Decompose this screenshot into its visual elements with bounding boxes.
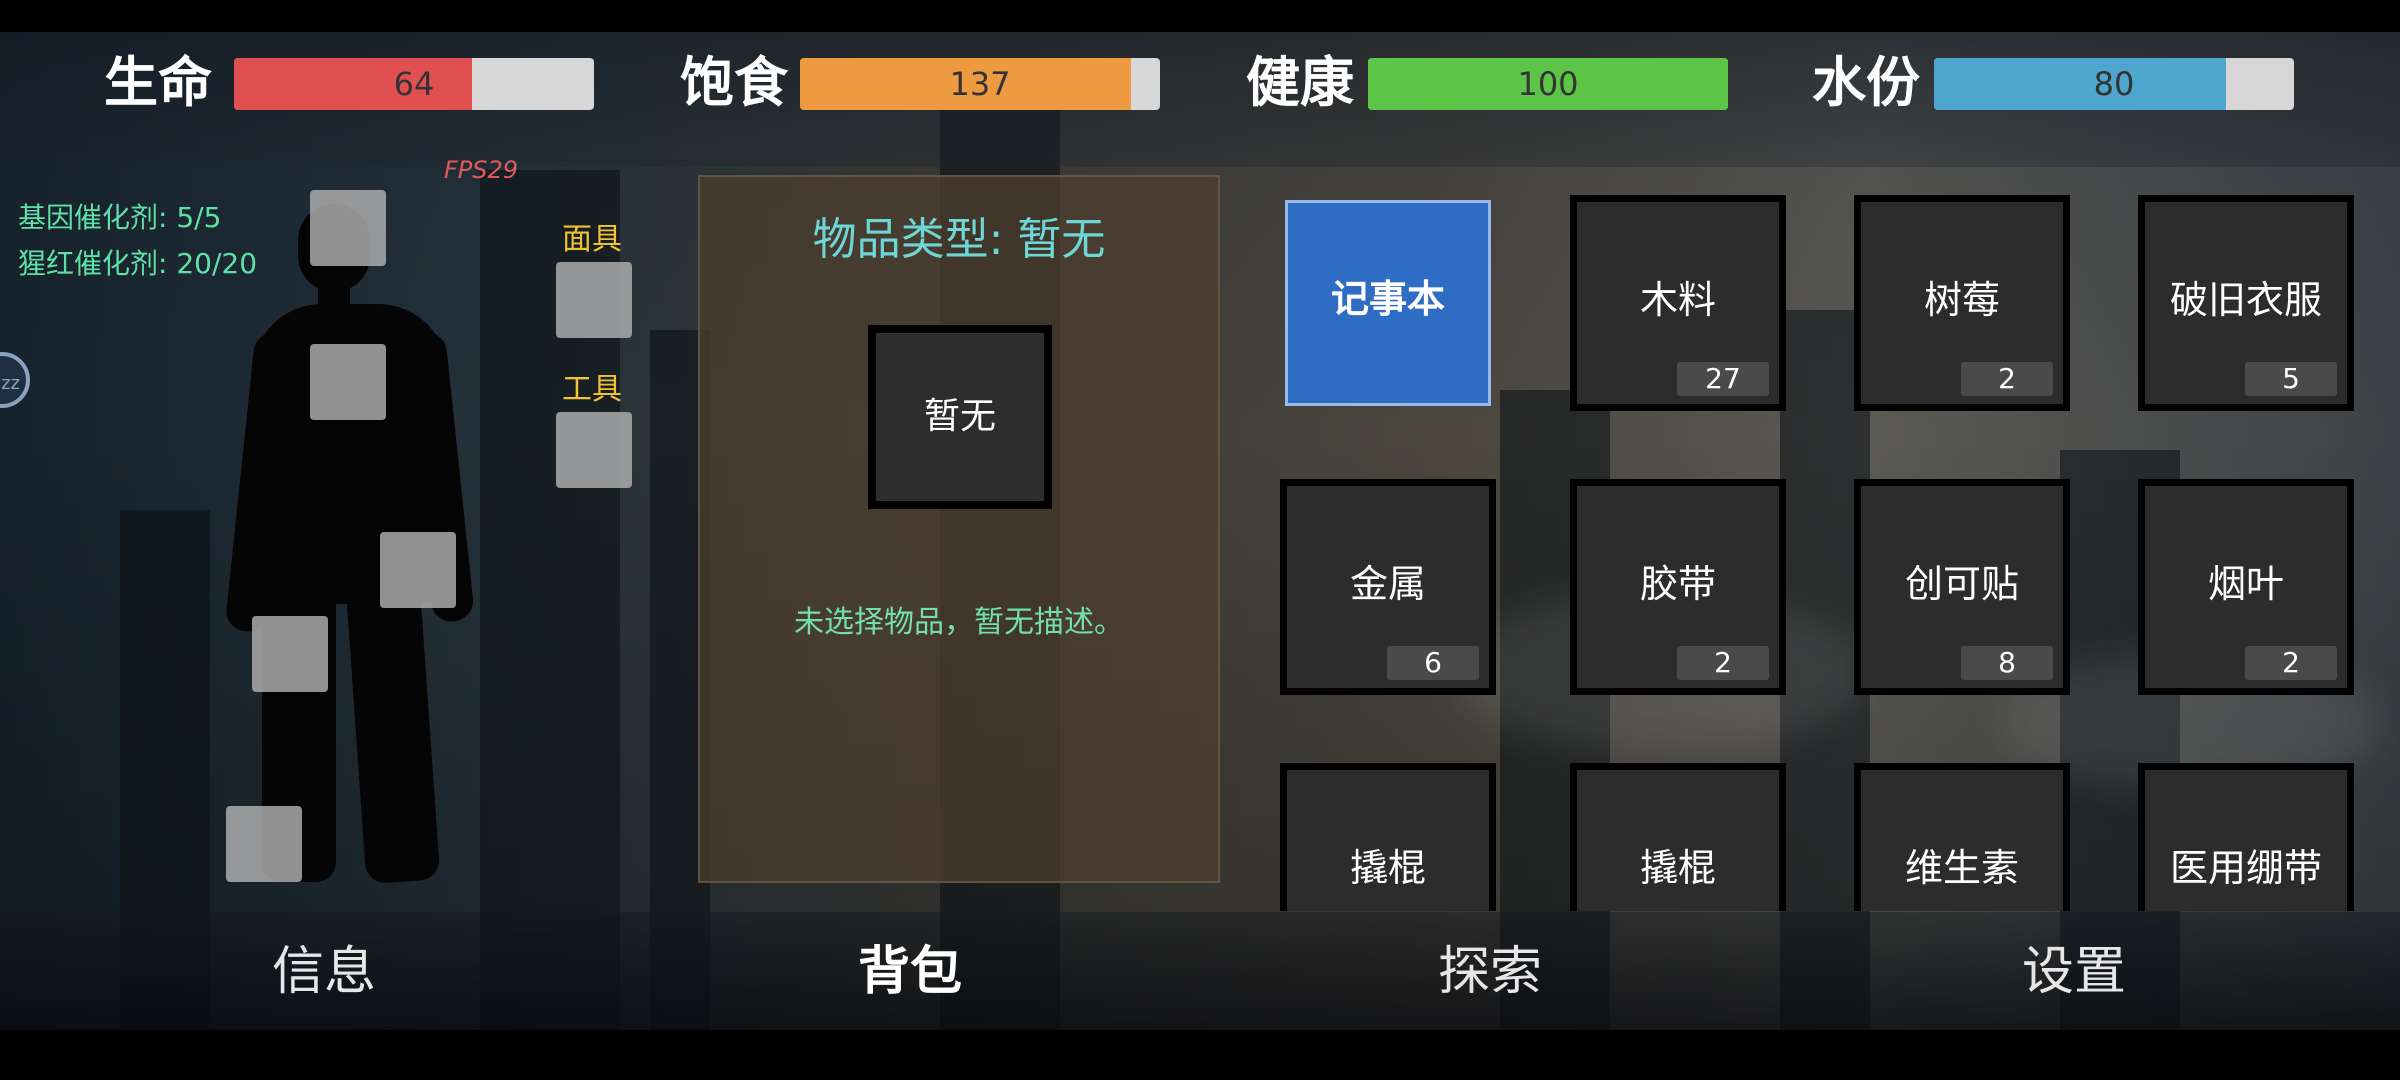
game-screen: 生命 64 饱食 137 健康 100 水份 80 基因催化剂: 5/5 猩红催… — [0, 32, 2400, 1030]
health-bar: 64 — [234, 58, 594, 110]
inventory-grid: 记事本 木料 27 树莓 2 破旧衣服 5 金属 6 胶带 2 创可贴 8 烟叶 2 撬棍 撬棍 维生素 医用绷带 — [1280, 195, 2360, 911]
inventory-item[interactable]: 破旧衣服 5 — [2138, 195, 2354, 411]
crimson-catalyst-text: 猩红催化剂: 20/20 — [18, 247, 258, 280]
wellness-bar-fill — [1368, 58, 1728, 110]
inventory-item[interactable]: 金属 6 — [1280, 479, 1496, 695]
inventory-item-count: 2 — [1961, 362, 2053, 396]
tool-slot[interactable] — [556, 412, 632, 488]
satiety-bar: 137 — [800, 58, 1160, 110]
foot-slot[interactable] — [226, 806, 302, 882]
bottom-nav: 信息 背包 探索 设置 — [0, 912, 2400, 1030]
hydration-bar-fill — [1934, 58, 2226, 110]
nav-settings[interactable]: 设置 — [2021, 942, 2126, 1002]
inventory-item-count: 8 — [1961, 646, 2053, 680]
gene-catalyst-text: 基因催化剂: 5/5 — [18, 201, 222, 234]
nav-explore[interactable]: 探索 — [1437, 942, 1542, 1002]
body-slot[interactable] — [310, 344, 386, 420]
mask-label: 面具 — [562, 222, 622, 257]
inventory-item-name: 金属 — [1349, 562, 1426, 606]
inventory-item[interactable]: 维生素 — [1854, 763, 2070, 911]
inventory-item-name: 记事本 — [1330, 277, 1445, 321]
item-description: 未选择物品，暂无描述。 — [794, 605, 1124, 640]
mask-slot[interactable] — [556, 262, 632, 338]
inventory-item-name: 维生素 — [1904, 846, 2019, 890]
inventory-item[interactable]: 木料 27 — [1570, 195, 1786, 411]
inventory-item[interactable]: 记事本 — [1285, 200, 1491, 406]
inventory-item[interactable]: 胶带 2 — [1570, 479, 1786, 695]
hand-slot[interactable] — [380, 532, 456, 608]
character-right-leg — [345, 579, 441, 885]
inventory-item[interactable]: 树莓 2 — [1854, 195, 2070, 411]
inventory-item-count: 27 — [1677, 362, 1769, 396]
inventory-item-name: 胶带 — [1639, 562, 1716, 606]
hydration-value: 80 — [2093, 65, 2135, 103]
satiety-value: 137 — [949, 65, 1011, 103]
inventory-item-name: 撬棍 — [1639, 846, 1716, 890]
inventory-item[interactable]: 医用绷带 — [2138, 763, 2354, 911]
tool-label: 工具 — [562, 372, 622, 407]
nav-backpack[interactable]: 背包 — [857, 942, 962, 1002]
sleep-button[interactable]: zz — [0, 352, 30, 408]
health-bar-fill — [234, 58, 472, 110]
fps-counter: FPS29 — [444, 156, 519, 184]
inventory-item[interactable]: 烟叶 2 — [2138, 479, 2354, 695]
inventory-item[interactable]: 创可贴 8 — [1854, 479, 2070, 695]
nav-info[interactable]: 信息 — [271, 942, 376, 1002]
item-type-label: 物品类型: 暂无 — [812, 214, 1106, 265]
selected-item-box[interactable]: 暂无 — [868, 325, 1052, 509]
inventory-item-count: 2 — [1677, 646, 1769, 680]
inventory-item-name: 烟叶 — [2207, 562, 2284, 606]
inventory-item-name: 树莓 — [1923, 278, 2000, 322]
health-value: 64 — [393, 65, 435, 103]
inventory-item-name: 破旧衣服 — [2169, 278, 2322, 322]
inventory-item-name: 医用绷带 — [2169, 846, 2322, 890]
inventory-item-name: 木料 — [1639, 278, 1716, 322]
inventory-item-count: 5 — [2245, 362, 2337, 396]
inventory-item-count: 2 — [2245, 646, 2337, 680]
wellness-bar: 100 — [1368, 58, 1728, 110]
item-detail-panel: 物品类型: 暂无 暂无 未选择物品，暂无描述。 — [698, 175, 1220, 883]
health-label: 生命 — [104, 51, 212, 114]
inventory-item-count: 6 — [1387, 646, 1479, 680]
satiety-bar-fill — [800, 58, 1132, 110]
head-slot[interactable] — [310, 190, 386, 266]
satiety-label: 饱食 — [680, 51, 788, 114]
wellness-value: 100 — [1517, 65, 1579, 103]
leg-slot[interactable] — [252, 616, 328, 692]
inventory-item[interactable]: 撬棍 — [1280, 763, 1496, 911]
inventory-item-name: 撬棍 — [1349, 846, 1426, 890]
wellness-label: 健康 — [1246, 51, 1354, 114]
hydration-label: 水份 — [1812, 51, 1920, 114]
hydration-bar: 80 — [1934, 58, 2294, 110]
inventory-item-name: 创可贴 — [1904, 562, 2019, 606]
inventory-item[interactable]: 撬棍 — [1570, 763, 1786, 911]
stats-bar: 生命 64 饱食 137 健康 100 水份 80 — [0, 32, 2400, 167]
